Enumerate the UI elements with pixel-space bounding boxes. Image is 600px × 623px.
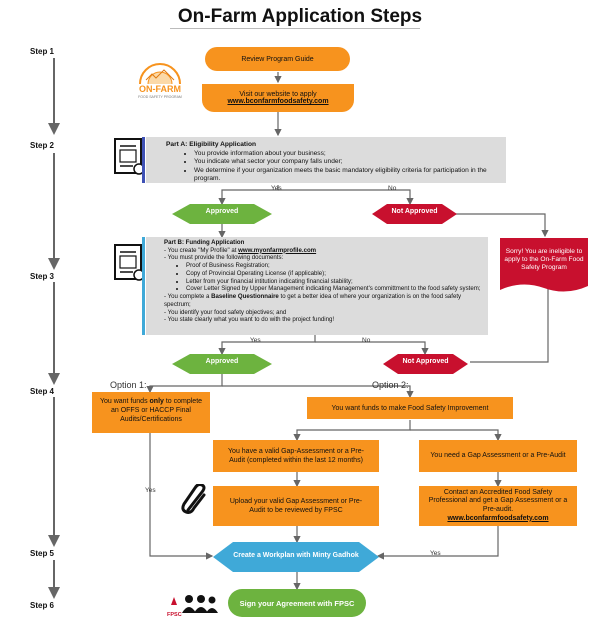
sign-agreement-box: Sign your Agreement with FPSC xyxy=(228,589,366,617)
part-b-doc: Letter from your financial intitution in… xyxy=(186,278,484,286)
part-a-box: Part A: Eligibility Application You prov… xyxy=(146,137,506,183)
option-1-label: Option 1: xyxy=(110,380,147,390)
approved-diamond-1 xyxy=(172,204,272,224)
workplan-text: Create a Workplan with Minty Gadhok xyxy=(233,552,359,559)
review-program-guide-box: Review Program Guide xyxy=(205,47,350,71)
step-label-3: Step 3 xyxy=(30,272,55,281)
valid-gap-text: You have a valid Gap-Assessment or a Pre… xyxy=(228,447,364,464)
option-2-box: You want funds to make Food Safety Impro… xyxy=(307,397,513,419)
option-2-label: Option 2: xyxy=(372,380,409,390)
website-link[interactable]: www.bconfarmfoodsafety.com xyxy=(227,98,329,105)
no-label-1: No xyxy=(388,185,397,192)
part-b-title: Part B: Funding Application xyxy=(164,239,245,246)
part-b-accent xyxy=(142,237,145,335)
part-b-profile-text: - You create "My Profile" at xyxy=(164,246,239,254)
logo-text: ON-FARM xyxy=(139,84,181,94)
on-farm-logo: ON-FARM FOOD SAFETY PROGRAM xyxy=(134,50,186,102)
not-approved-label-2: Not Approved xyxy=(402,358,449,365)
fpsc-logo: FPSC xyxy=(167,593,219,619)
document-icon xyxy=(114,138,145,175)
upload-text: Upload your valid Gap Assessment or Pre-… xyxy=(229,497,363,514)
document-icon xyxy=(114,244,145,281)
option-1-text-pre: You want funds xyxy=(99,398,150,405)
sign-agreement-text: Sign your Agreement with FPSC xyxy=(239,598,355,608)
contact-text: Contact an Accredited Food Safety Profes… xyxy=(428,488,568,514)
ineligible-text: Sorry! You are ineligible to apply to th… xyxy=(504,248,584,272)
part-b-objectives: - You identify your food safety objectiv… xyxy=(164,308,287,316)
part-b-docs-intro: - You must provide the following documen… xyxy=(164,254,284,262)
part-b-funding: - You state clearly what you want to do … xyxy=(164,316,335,324)
step-label-5: Step 5 xyxy=(30,549,55,558)
not-approved-diamond-2 xyxy=(383,354,468,374)
approved-label-1: Approved xyxy=(205,208,239,215)
paperclip-icon xyxy=(181,484,206,514)
contact-box: Contact an Accredited Food Safety Profes… xyxy=(419,486,577,526)
need-gap-box: You need a Gap Assessment or a Pre-Audit xyxy=(419,440,577,472)
ineligible-banner xyxy=(500,238,588,292)
step-label-1: Step 1 xyxy=(30,47,55,56)
part-b-baseline-bold: Baseline Questionnaire xyxy=(211,293,279,301)
step-label-4: Step 4 xyxy=(30,387,55,396)
step-label-2: Step 2 xyxy=(30,141,55,150)
part-b-baseline-pre: - You complete a xyxy=(164,293,212,301)
people-icon xyxy=(171,595,218,613)
approved-diamond-2 xyxy=(172,354,272,374)
valid-gap-box: You have a valid Gap-Assessment or a Pre… xyxy=(213,440,379,472)
part-a-accent xyxy=(142,137,145,183)
yes-label-1: Yes xyxy=(271,185,282,192)
review-program-guide-text: Review Program Guide xyxy=(241,55,314,63)
part-a-bullet: You provide information about your busin… xyxy=(194,150,500,159)
option-1-only: only xyxy=(149,398,164,405)
workplan-hexagon xyxy=(213,542,379,572)
option-1-box: You want funds only to complete an OFFS … xyxy=(92,392,210,433)
part-b-baseline-post: to get a better idea of where your organ… xyxy=(164,293,462,308)
title-underline xyxy=(170,28,420,29)
not-approved-diamond-1 xyxy=(372,204,457,224)
upload-box: Upload your valid Gap Assessment or Pre-… xyxy=(213,486,379,526)
part-a-title: Part A: Eligibility Application xyxy=(166,141,256,148)
step-label-6: Step 6 xyxy=(30,601,55,610)
part-b-doc: Copy of Provincial Operating License (if… xyxy=(186,270,484,278)
contact-link[interactable]: www.bconfarmfoodsafety.com xyxy=(447,514,549,522)
approved-label-2: Approved xyxy=(205,358,239,365)
page-title: On-Farm Application Steps xyxy=(177,6,423,27)
part-b-doc: Cover Letter Signed by Upper Management … xyxy=(186,285,484,293)
part-a-bullet: We determine if your organization meets … xyxy=(194,167,500,184)
yes-label-4: Yes xyxy=(430,550,441,557)
not-approved-label-1: Not Approved xyxy=(391,208,438,215)
no-label-2: No xyxy=(362,337,371,344)
part-b-box: Part B: Funding Application - You create… xyxy=(146,237,488,335)
fpsc-text: FPSC xyxy=(167,612,182,618)
visit-website-text: Visit our website to apply xyxy=(239,91,317,98)
sun-icon xyxy=(139,63,181,85)
option-1-text-post: to complete an OFFS or HACCP Final Audit… xyxy=(110,398,203,424)
part-a-bullet: You indicate what sector your company fa… xyxy=(194,158,500,167)
visit-website-box: Visit our website to apply www.bconfarmf… xyxy=(202,84,354,112)
part-b-doc: Proof of Business Registration; xyxy=(186,262,484,270)
yes-label-3: Yes xyxy=(145,487,156,494)
need-gap-text: You need a Gap Assessment or a Pre-Audit xyxy=(430,452,566,460)
option-2-text: You want funds to make Food Safety Impro… xyxy=(331,404,489,412)
profile-link[interactable]: www.myonfarmprofile.com xyxy=(238,246,317,254)
yes-label-2: Yes xyxy=(250,337,261,344)
logo-subtext: FOOD SAFETY PROGRAM xyxy=(138,95,182,99)
